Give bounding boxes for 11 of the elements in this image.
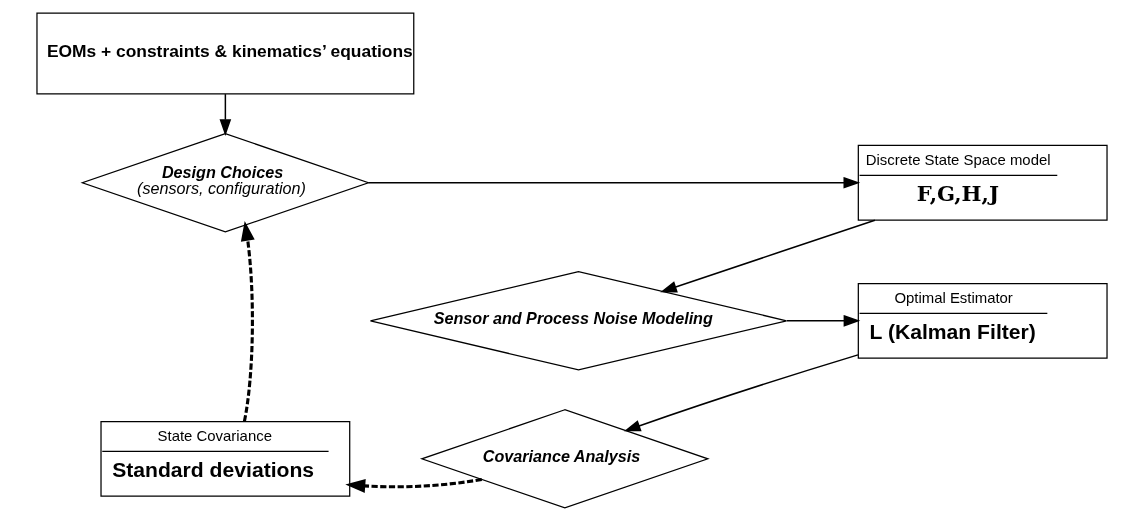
node-diamond: Design Choices (sensors, configuration) (80, 133, 371, 233)
node-diamond: Covariance Analysis (419, 409, 710, 509)
arrow (345, 478, 482, 493)
arrow (623, 354, 859, 432)
node-diamond: Sensor and Process Noise Modeling (369, 271, 788, 371)
arrow (219, 93, 232, 136)
node-box: EOMs + constraints & kinematics’ equations (36, 12, 415, 95)
arrow (786, 314, 861, 327)
arrow (240, 220, 255, 422)
arrow (367, 176, 861, 189)
arrow (660, 219, 876, 293)
